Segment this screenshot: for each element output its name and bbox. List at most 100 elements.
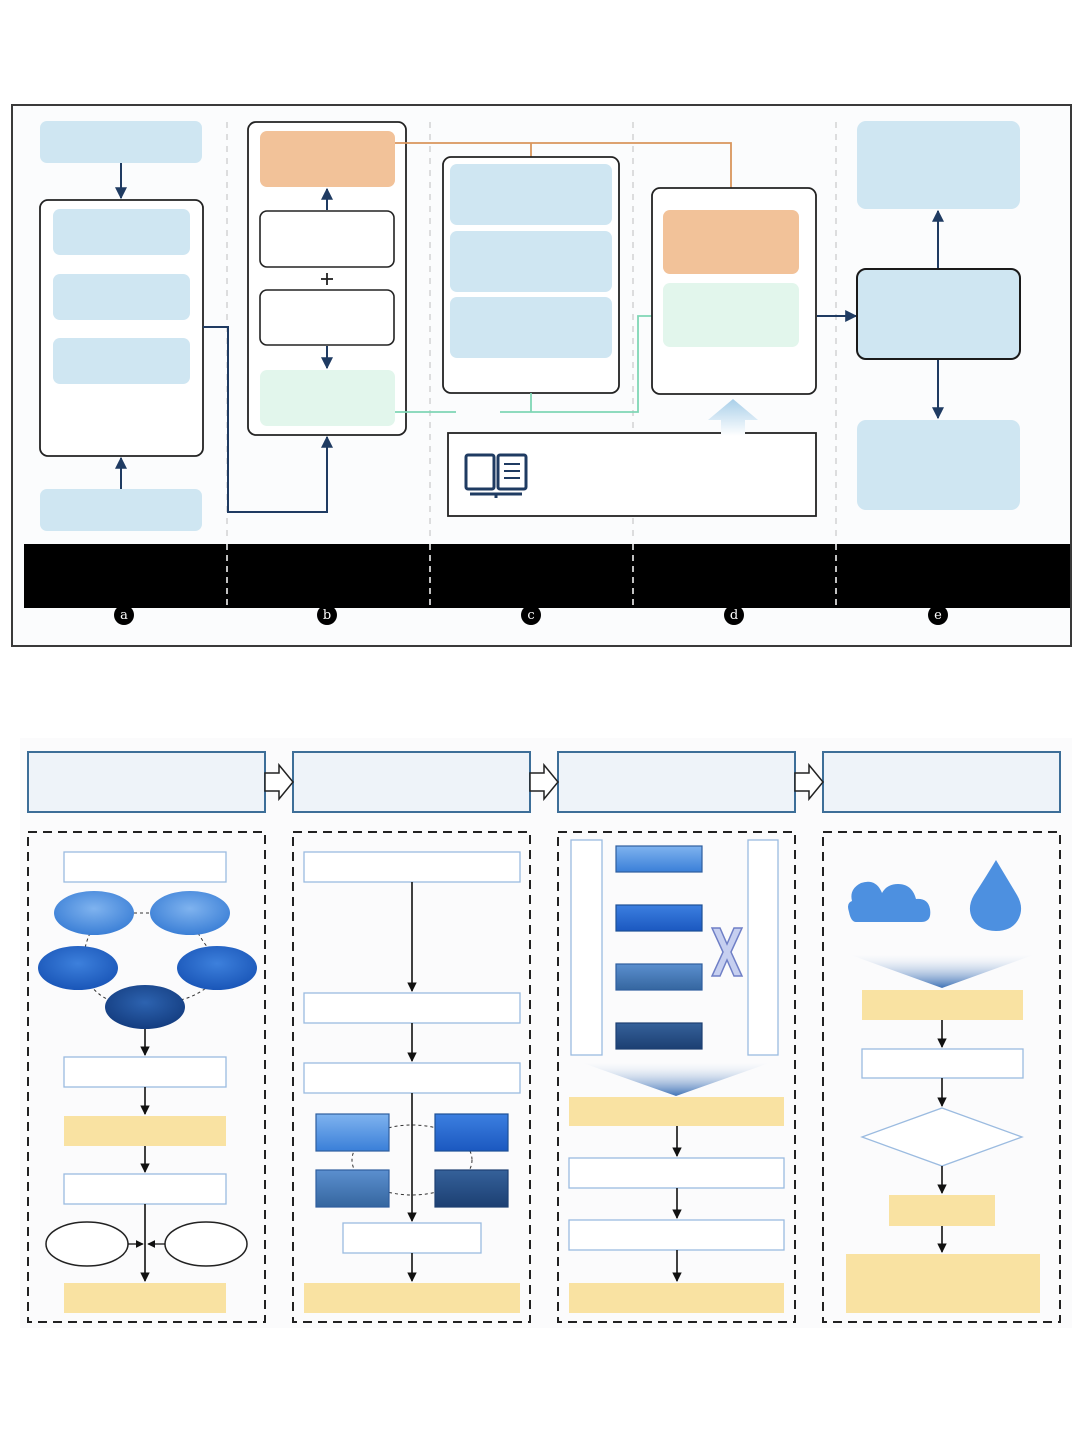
stage-label-a: a	[120, 608, 128, 623]
stage-label-b-badge	[317, 605, 337, 625]
ellipse-node-5	[105, 985, 185, 1029]
header-arrow-2	[529, 762, 559, 802]
stage-c-item-2	[450, 231, 612, 292]
stage-label-b: b	[323, 608, 331, 623]
column-2-top-box	[303, 851, 521, 883]
cloud-icon	[848, 881, 931, 922]
stage-d-mint-box	[663, 283, 799, 347]
column-3-block-2	[615, 904, 703, 932]
header-box-3	[557, 751, 796, 813]
header-arrow-1	[264, 762, 294, 802]
column-2-yellow-box	[304, 1283, 520, 1313]
stage-a-item-1	[53, 209, 190, 255]
stage-a-input-box	[40, 121, 202, 163]
header-box-4	[822, 751, 1061, 813]
stage-c-bottom-box	[447, 432, 817, 517]
stage-c-item-1	[450, 164, 612, 225]
stage-e-top-box	[857, 121, 1020, 209]
stage-label-c-badge	[521, 605, 541, 625]
stage-label-e: e	[934, 608, 942, 623]
book-icon	[464, 453, 528, 498]
stage-e	[856, 121, 1021, 510]
x-mark-icon	[710, 927, 744, 977]
stage-b-mint-box	[260, 370, 395, 426]
column-1	[27, 831, 266, 1323]
column-2-block-3	[315, 1169, 390, 1208]
stage-a-item-2	[53, 274, 190, 320]
top-panel: a b c d e	[11, 104, 1072, 647]
column-2-block-4	[434, 1169, 509, 1208]
connector-green	[395, 310, 664, 413]
stage-label-e-badge	[928, 605, 948, 625]
header-row	[27, 751, 1061, 813]
stage-label-c: c	[527, 608, 534, 623]
stage-band	[24, 544, 1070, 608]
stage-b-box-2	[259, 289, 395, 346]
column-2-block-1	[315, 1113, 390, 1152]
column-3-block-1	[615, 845, 703, 873]
column-2-frame	[292, 831, 531, 1323]
column-4-box-1	[861, 1048, 1024, 1079]
column-3-right-rail	[747, 839, 779, 1056]
ellipse-node-4	[177, 946, 257, 990]
ellipse-node-3	[38, 946, 118, 990]
column-1-left-oval	[45, 1221, 129, 1267]
header-box-2	[292, 751, 531, 813]
column-2-box-1	[303, 992, 521, 1024]
column-1-top-box	[63, 851, 227, 883]
column-4	[822, 831, 1061, 1323]
stage-b	[247, 121, 407, 436]
stage-c	[442, 156, 817, 517]
stage-label-d-badge	[724, 605, 744, 625]
column-2-cluster-ring	[351, 1124, 473, 1196]
stage-d-orange-box	[663, 210, 799, 274]
column-4-yellow-box-2	[889, 1195, 995, 1226]
stage-label-d: d	[730, 608, 738, 623]
stage-labels: a b c d e	[114, 605, 948, 625]
column-3-left-rail	[570, 839, 603, 1056]
ellipse-node-2	[150, 891, 230, 935]
stage-label-a-badge	[114, 605, 134, 625]
column-1-box-2	[63, 1173, 227, 1205]
column-4-funnel	[848, 954, 1036, 988]
column-3-box-1	[568, 1157, 785, 1189]
upward-arrow	[708, 399, 758, 436]
column-2-box-2	[303, 1062, 521, 1094]
water-drop-icon	[969, 860, 1022, 931]
column-1-box-1	[63, 1056, 227, 1088]
column-2-block-2	[434, 1113, 509, 1152]
column-1-yellow-box-1	[64, 1116, 226, 1146]
stage-a	[39, 121, 333, 531]
column-4-frame	[822, 831, 1061, 1323]
column-3-block-4	[615, 1022, 703, 1050]
column-3-block-3	[615, 963, 703, 991]
column-2-box-3	[342, 1222, 482, 1254]
column-3-frame	[557, 831, 796, 1323]
column-1-frame	[27, 831, 266, 1323]
column-3-yellow-box-1	[569, 1097, 784, 1126]
column-1-yellow-box-2	[64, 1283, 226, 1313]
stage-b-orange-box	[260, 131, 395, 187]
column-1-right-oval	[164, 1221, 248, 1267]
column-3	[557, 831, 796, 1323]
column-3-box-2	[568, 1219, 785, 1251]
column-4-yellow-box-1	[862, 990, 1023, 1020]
stage-b-box-1	[259, 210, 395, 268]
column-3-funnel	[580, 1062, 772, 1096]
stage-e-bottom-box	[857, 420, 1020, 510]
column-2	[292, 831, 531, 1323]
stage-a-bottom-box	[40, 489, 202, 531]
header-box-1	[27, 751, 266, 813]
stage-d	[651, 187, 858, 395]
stage-a-item-3	[53, 338, 190, 384]
column-3-yellow-box-2	[569, 1283, 784, 1313]
bottom-panel	[20, 738, 1072, 1328]
ellipse-node-1	[54, 891, 134, 935]
connector-orange	[395, 142, 737, 210]
connector-a-to-b	[203, 326, 333, 513]
stage-e-center-box	[856, 268, 1021, 360]
column-4-yellow-box-3	[846, 1254, 1040, 1313]
plus-icon	[321, 273, 333, 285]
header-arrow-3	[794, 762, 824, 802]
